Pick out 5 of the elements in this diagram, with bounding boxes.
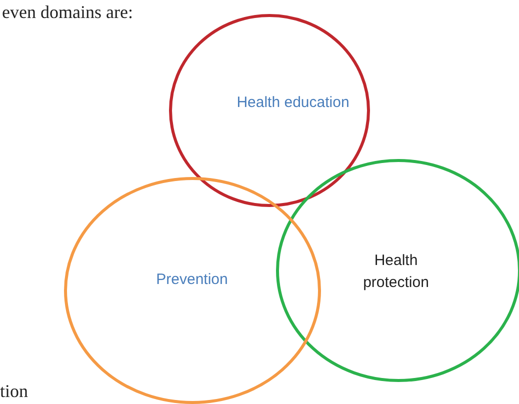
body-text: even domains are: (2, 2, 133, 22)
body-text: tion (0, 381, 28, 401)
circle-label: Health protection (362, 250, 430, 292)
circle-label: Prevention (155, 270, 229, 290)
circle-label: Health education (236, 92, 350, 112)
